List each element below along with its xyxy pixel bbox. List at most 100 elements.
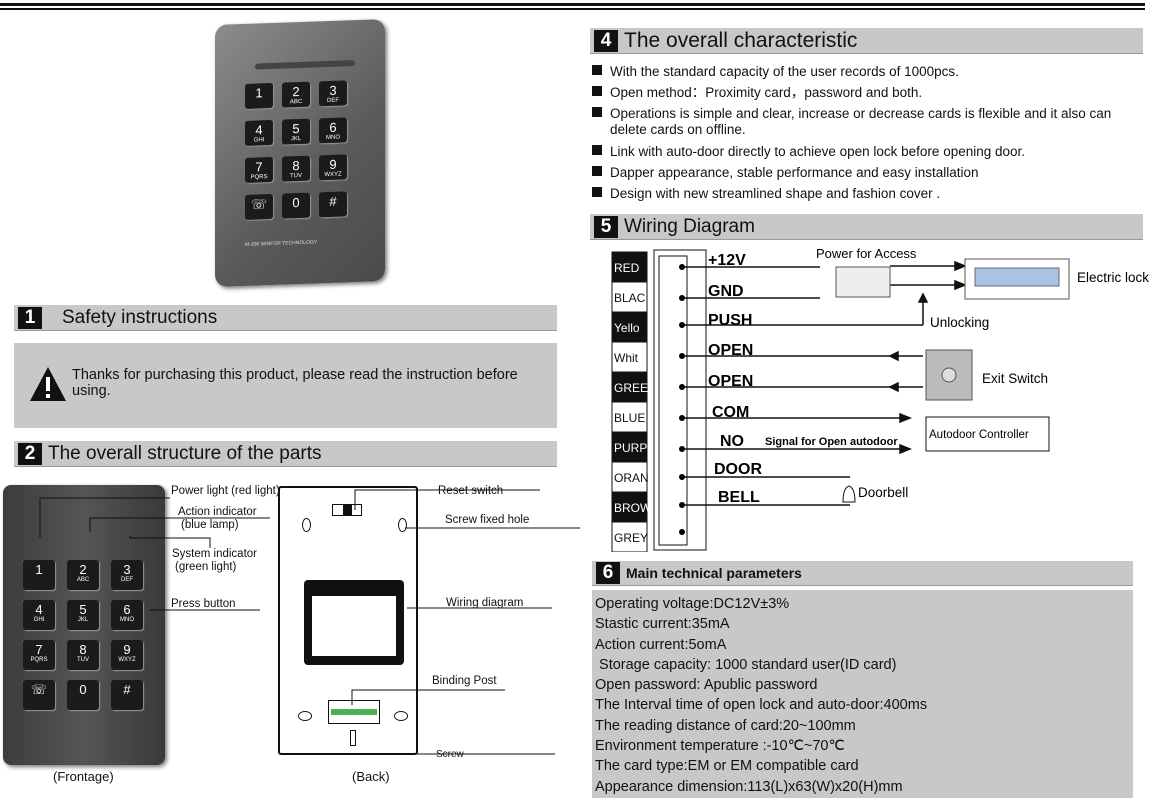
wire-signal-label: +12V bbox=[708, 252, 746, 269]
warning-icon bbox=[30, 367, 66, 401]
keypad-key[interactable]: ☏ bbox=[245, 193, 273, 220]
key-sublabel: ABC bbox=[76, 577, 90, 583]
key-label: 3 bbox=[123, 562, 131, 577]
parameter-item: Stastic current:35mA bbox=[595, 616, 730, 633]
parameter-item: The reading distance of card:20~100mm bbox=[595, 717, 856, 734]
wire-color-cell bbox=[611, 281, 648, 313]
wire-color-label: BROW bbox=[614, 501, 652, 515]
keypad-key[interactable]: ☏ bbox=[23, 680, 55, 710]
section-number: 6 bbox=[596, 562, 620, 584]
label-blue-lamp: (blue lamp) bbox=[181, 519, 239, 531]
parameter-item: The Interval time of open lock and auto-… bbox=[595, 697, 928, 714]
section-number: 1 bbox=[18, 306, 42, 329]
label-screw: Screw bbox=[436, 749, 464, 760]
keypad-key[interactable]: # bbox=[111, 680, 143, 710]
section-number: 5 bbox=[594, 215, 618, 238]
key-label: 6 bbox=[329, 119, 337, 135]
key-label: # bbox=[123, 682, 131, 697]
key-label: 5 bbox=[79, 602, 87, 617]
parameters-box: Operating voltage:DC12V±3% Stastic curre… bbox=[592, 590, 1133, 798]
label-reset-switch: Reset switch bbox=[438, 485, 504, 497]
key-sublabel: TUV bbox=[290, 172, 302, 180]
key-label: 3 bbox=[329, 82, 337, 98]
key-label: 6 bbox=[123, 602, 131, 617]
parameter-item: Action current:5omA bbox=[595, 636, 727, 653]
keypad-key[interactable]: 0 bbox=[282, 192, 310, 219]
wire-signal-label: BELL bbox=[718, 489, 760, 506]
safety-text: Thanks for purchasing this product, plea… bbox=[72, 367, 518, 399]
reset-switch bbox=[332, 504, 362, 516]
list-item: Design with new streamlined shape and fa… bbox=[592, 186, 940, 202]
key-label: # bbox=[329, 193, 337, 209]
screw-hole bbox=[398, 518, 407, 532]
list-item: Dapper appearance, stable performance an… bbox=[592, 165, 978, 181]
wire-signal-label: OPEN bbox=[708, 342, 753, 359]
parameter-item: Operating voltage:DC12V±3% bbox=[595, 596, 790, 612]
keypad-key[interactable]: # bbox=[319, 191, 347, 218]
key-label: 9 bbox=[329, 156, 337, 172]
key-sublabel: PQRS bbox=[250, 174, 268, 181]
wire-color-cell bbox=[611, 251, 648, 283]
key-label: 4 bbox=[35, 602, 43, 617]
key-sublabel: JKL bbox=[77, 617, 89, 623]
top-rule bbox=[0, 8, 1145, 10]
wiring-label-sticker bbox=[304, 580, 404, 665]
key-label: 5 bbox=[292, 121, 300, 137]
electric-lock-icon bbox=[974, 267, 1060, 287]
keypad-key[interactable]: 1 bbox=[245, 82, 273, 109]
wire-color-label: Yello bbox=[614, 321, 640, 335]
indicator-strip bbox=[255, 60, 355, 70]
section-title: Main technical parameters bbox=[626, 565, 802, 581]
back-view bbox=[278, 486, 418, 755]
wire-color-cell bbox=[611, 341, 648, 373]
key-label: 9 bbox=[123, 642, 131, 657]
wire-signal-label: OPEN bbox=[708, 373, 753, 390]
back-caption: (Back) bbox=[352, 769, 390, 784]
key-sublabel: WXYZ bbox=[324, 171, 342, 179]
screw-hole bbox=[394, 711, 408, 721]
section-2-header: 2 The overall structure of the parts bbox=[14, 441, 557, 467]
key-sublabel: DEF bbox=[121, 577, 133, 583]
key-label: 0 bbox=[292, 195, 300, 211]
key-sublabel: DEF bbox=[327, 97, 339, 105]
wire-color-cell bbox=[611, 311, 648, 343]
section-4-header: 4 The overall characteristic bbox=[590, 28, 1143, 54]
binding-post bbox=[328, 700, 380, 724]
parameter-item: Storage capacity: 1000 standard user(ID … bbox=[595, 656, 897, 673]
key-label: 1 bbox=[35, 562, 43, 577]
key-sublabel: WXYZ bbox=[118, 657, 136, 663]
wire-color-cell bbox=[611, 461, 648, 493]
doorbell-label: Doorbell bbox=[858, 485, 908, 500]
key-sublabel: PQRS bbox=[30, 657, 48, 663]
key-label: 8 bbox=[79, 642, 87, 657]
unlocking-label: Unlocking bbox=[930, 315, 989, 330]
keypad-key[interactable]: 0 bbox=[67, 680, 99, 710]
key-label: 2 bbox=[79, 562, 87, 577]
label-wiring-diagram: Wiring diagram bbox=[446, 597, 524, 609]
label-action-indicator: Action indicator bbox=[178, 506, 257, 518]
keypad-key[interactable]: 1 bbox=[23, 560, 55, 590]
section-title: Safety instructions bbox=[62, 306, 218, 328]
wire-color-label: PURP bbox=[614, 441, 647, 455]
section-number: 4 bbox=[594, 29, 618, 52]
power-supply-icon bbox=[835, 266, 891, 298]
section-1-header: 1 Safety instructions bbox=[14, 305, 557, 331]
